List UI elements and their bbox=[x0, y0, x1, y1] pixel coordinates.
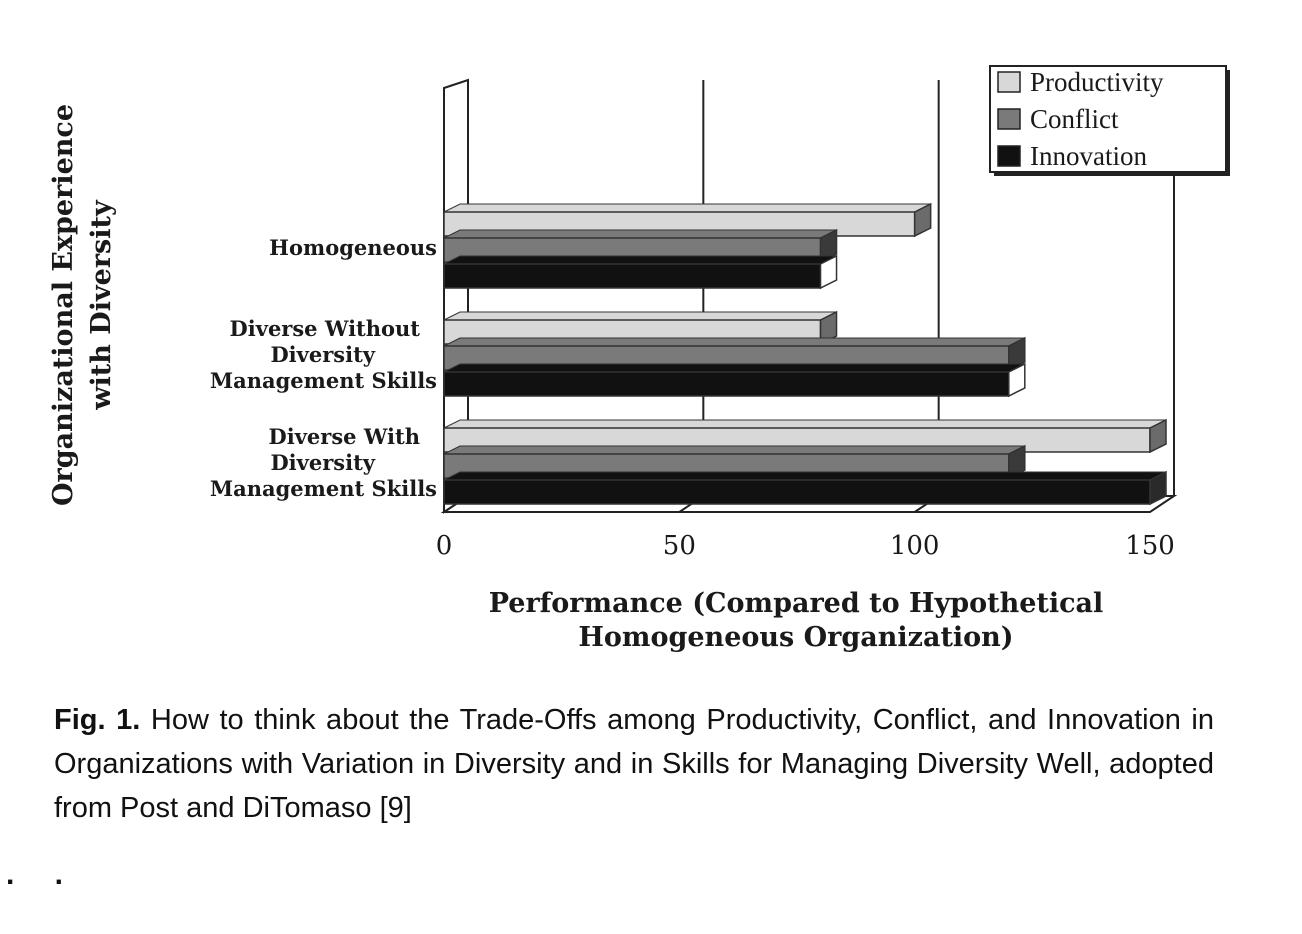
bar-top-face bbox=[443, 203, 931, 213]
bar bbox=[443, 263, 822, 289]
legend-box bbox=[989, 65, 1227, 173]
y-category-label: Diverse With bbox=[269, 424, 420, 449]
y-category-label: Diversity bbox=[270, 342, 375, 367]
bar-top-face bbox=[443, 311, 837, 321]
bar-end-face bbox=[1008, 336, 1026, 372]
bar-end-face bbox=[1008, 362, 1026, 398]
figure-caption: Fig. 1. How to think about the Trade-Off… bbox=[54, 698, 1214, 830]
bar-end-face bbox=[819, 310, 838, 346]
y-category-label: Diversity bbox=[270, 450, 375, 475]
y-category-label: Homogeneous bbox=[269, 235, 437, 260]
caption-text: How to think about the Trade-Offs among … bbox=[54, 704, 1214, 824]
legend-swatch bbox=[997, 71, 1021, 93]
legend-label: Innovation bbox=[1030, 141, 1147, 171]
legend-swatch bbox=[997, 108, 1021, 130]
bar bbox=[443, 479, 1151, 505]
bar-top-face bbox=[443, 419, 1167, 429]
bar-top-face bbox=[443, 337, 1026, 347]
y-category-label: Management Skills bbox=[210, 368, 437, 393]
x-tick-label: 0 bbox=[436, 531, 453, 561]
bar-end-face bbox=[1149, 470, 1167, 506]
legend-label: Productivity bbox=[1030, 67, 1164, 97]
y-axis-title-line: with Diversity bbox=[86, 199, 117, 411]
bar-end-face bbox=[913, 202, 932, 238]
bar-end-face bbox=[819, 228, 838, 264]
x-tick-label: 150 bbox=[1125, 531, 1175, 561]
bar-end-face bbox=[819, 254, 838, 290]
y-axis-title-line: Organizational Experience bbox=[48, 104, 79, 506]
x-axis-label: Performance (Compared to HypotheticalHom… bbox=[489, 588, 1104, 653]
legend-swatch bbox=[997, 145, 1021, 167]
y-category-label: Management Skills bbox=[210, 476, 437, 501]
footer-marks: . . bbox=[6, 858, 80, 891]
bar-top-face bbox=[443, 471, 1167, 481]
bar-top-face bbox=[443, 445, 1026, 455]
bar-end-face bbox=[1008, 444, 1026, 480]
bar-top-face bbox=[443, 363, 1026, 373]
x-axis-ticks: 0 50 100 150 bbox=[436, 531, 1175, 561]
x-tick-label: 50 bbox=[663, 531, 696, 561]
x-axis-title-line: Performance (Compared to Hypothetical bbox=[489, 588, 1104, 619]
legend-label: Conflict bbox=[1030, 104, 1119, 134]
x-tick-label: 100 bbox=[890, 531, 940, 561]
y-category-label: Diverse Without bbox=[230, 316, 421, 341]
chart-bars bbox=[443, 202, 1167, 506]
bar-end-face bbox=[1149, 418, 1167, 454]
bar bbox=[443, 371, 1010, 397]
bar-top-face bbox=[443, 229, 837, 239]
caption-label: Fig. 1. bbox=[54, 704, 141, 736]
bar-top-face bbox=[443, 255, 837, 265]
x-axis-title-line: Homogeneous Organization) bbox=[578, 622, 1013, 653]
